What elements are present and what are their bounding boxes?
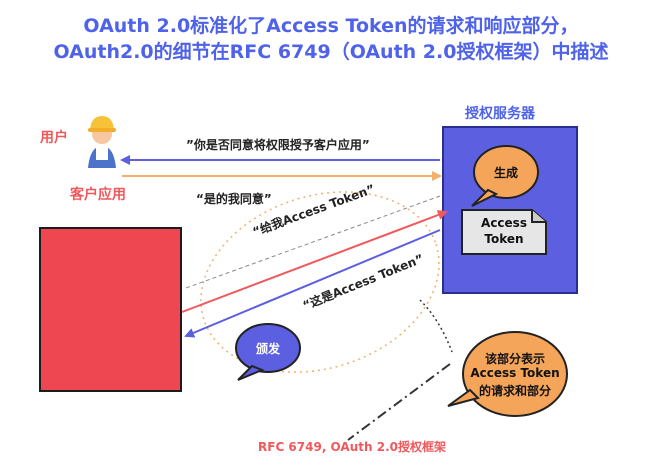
generate-bubble bbox=[471, 145, 539, 207]
token-request-arrow bbox=[181, 210, 448, 313]
note-line2: Access Token bbox=[470, 366, 560, 380]
note-line1: 该部分表示 bbox=[484, 352, 545, 366]
note-line3: 的请求和部分 bbox=[478, 384, 551, 398]
token-response-arrow bbox=[184, 229, 441, 338]
title-line-1: OAuth 2.0标准化了Access Token的请求和响应部分， bbox=[83, 15, 579, 37]
client-application-box bbox=[39, 227, 182, 392]
user-with-hardhat-icon bbox=[88, 116, 116, 168]
title-line-2: OAuth2.0的细节在RFC 6749（OAuth 2.0授权框架）中描述 bbox=[53, 41, 609, 63]
client-app-label: 客户应用 bbox=[70, 187, 126, 203]
consent-answer-text: “是的我同意” bbox=[196, 192, 272, 206]
footer-caption: RFC 6749, OAuth 2.0授权框架 bbox=[258, 440, 446, 454]
note-pointer-dotted bbox=[419, 299, 453, 353]
issue-text: 颁发 bbox=[255, 342, 280, 356]
issue-bubble bbox=[235, 323, 301, 381]
user-label: 用户 bbox=[40, 130, 68, 146]
token-doc-line2: Token bbox=[484, 232, 524, 246]
consent-question-text: ”你是否同意将权限授予客户应用” bbox=[186, 138, 370, 152]
note-pointer-dashdot bbox=[347, 363, 451, 441]
token-doc-line1: Access bbox=[481, 216, 527, 230]
token-exchange-ellipse bbox=[200, 191, 440, 373]
auth-server-label: 授权服务器 bbox=[465, 106, 535, 122]
generate-text: 生成 bbox=[493, 166, 518, 180]
note-bubble bbox=[447, 331, 568, 417]
document-icon bbox=[461, 209, 547, 255]
connector-dashed-line bbox=[185, 195, 441, 289]
